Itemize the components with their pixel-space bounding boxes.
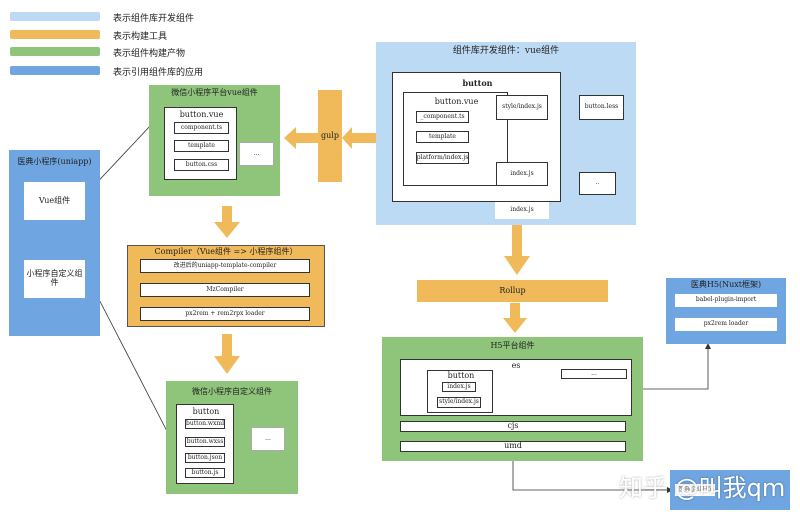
- h5-es-ellipsis: ...: [561, 369, 627, 379]
- line-h5-to-nuxt: [631, 345, 709, 390]
- bottom-app-label: 医典企业H5: [675, 484, 715, 496]
- bottom-app-panel: 医典企业H5: [670, 470, 790, 510]
- wechat-file-wxml: button.wxml: [185, 419, 225, 429]
- rollup-tool: Rollup: [417, 280, 608, 302]
- h5-es-label: es: [511, 361, 521, 370]
- h5-es-box: es button index.js style/index.js ...: [400, 359, 632, 416]
- dev-ellipsis: ..: [579, 172, 616, 195]
- h5-style-index: style/index.js: [437, 397, 481, 408]
- wechat-vue-ellipsis: ...: [239, 142, 274, 166]
- legend-label-app: 表示引用组件库的应用: [113, 68, 204, 78]
- uniapp-custom-component: 小程序自定义组件: [24, 260, 85, 298]
- h5-nuxt-title: 医典H5(Nuxt框架): [690, 280, 762, 289]
- h5-panel: H5平台组件 es button index.js style/index.js…: [382, 337, 643, 461]
- wechat-vue-title: 微信小程序平台vue组件: [171, 88, 258, 97]
- gulp-tool: gulp: [318, 90, 342, 182]
- h5-umd: umd: [400, 441, 626, 452]
- dev-component-title: 组件库开发组件：vue组件: [452, 46, 560, 56]
- arrow-dev-to-rollup: [504, 225, 530, 275]
- wechat-custom-title: 微信小程序自定义组件: [192, 387, 272, 396]
- h5-button-title: button: [447, 371, 475, 380]
- dev-template: template: [416, 131, 469, 143]
- arrow-compiler-to-custom: [214, 334, 240, 374]
- wechat-custom-button-box: button button.wxml button.wxss button.js…: [176, 404, 234, 484]
- line-umd-to-bottom: [512, 453, 670, 491]
- legend-swatch-app: [10, 66, 100, 75]
- wechat-file-json: button.json: [185, 453, 225, 463]
- arrow-gulp-to-wechat: [284, 127, 318, 149]
- h5-nuxt-panel: 医典H5(Nuxt框架) babel-plugin-import px2rem …: [666, 278, 786, 344]
- wechat-file-js: button.js: [185, 468, 225, 478]
- compiler-title: Compiler（Vue组件 => 小程序组件）: [154, 247, 298, 256]
- dev-style-index: style/index.js: [496, 95, 548, 120]
- legend-label-tool: 表示构建工具: [113, 32, 168, 42]
- uniapp-app-panel: 医典小程序(uniapp) Vue组件 小程序自定义组件: [9, 150, 100, 336]
- h5-title: H5平台组件: [490, 341, 535, 350]
- h5-cjs: cjs: [400, 421, 626, 432]
- wechat-custom-ellipsis: ...: [251, 427, 285, 451]
- h5-nuxt-item-1: babel-plugin-import: [675, 294, 777, 307]
- wechat-button-vue-title: button.vue: [179, 110, 224, 119]
- wechat-button-vue-box: button.vue component.ts template button.…: [164, 107, 237, 180]
- wechat-component-ts: component.ts: [174, 122, 229, 134]
- arrow-wechat-to-compiler: [214, 206, 240, 238]
- h5-button-box: button index.js style/index.js: [427, 370, 493, 413]
- legend-swatch-dev: [10, 12, 100, 21]
- dev-button-less: button.less: [579, 95, 624, 120]
- legend-label-dev: 表示组件库开发组件: [113, 14, 195, 24]
- dev-button-title: button: [462, 78, 493, 88]
- legend-swatch-tool: [10, 30, 100, 39]
- dev-button-vue-box: button.vue _component.ts template platfo…: [403, 92, 508, 186]
- legend-swatch-output: [10, 47, 100, 56]
- uniapp-vue-component: Vue组件: [24, 182, 85, 220]
- line-wechat-to-vue: [89, 124, 152, 191]
- watermark: 知乎 @叫我qm: [619, 474, 786, 502]
- line-custom-to-uniapp: [88, 279, 171, 438]
- dev-component-panel: 组件库开发组件：vue组件 button button.vue _compone…: [376, 42, 636, 225]
- wechat-custom-panel: 微信小程序自定义组件 button button.wxml button.wxs…: [166, 381, 298, 494]
- dev-platform: platform/index.js: [416, 152, 469, 164]
- uniapp-app-title: 医典小程序(uniapp): [17, 157, 92, 166]
- h5-index-js: index.js: [442, 382, 476, 392]
- wechat-file-wxss: button.wxss: [185, 437, 225, 447]
- compiler-item-3: px2rem + rem2rpx loader: [140, 307, 310, 321]
- wechat-custom-button-title: button: [192, 407, 220, 416]
- dev-index-js-inner: index.js: [496, 162, 548, 186]
- wechat-button-css: button.css: [174, 159, 229, 171]
- dev-index-js-outer: index.js: [495, 202, 549, 219]
- legend: 表示组件库开发组件 表示构建工具 表示组件构建产物 表示引用组件库的应用: [10, 10, 210, 80]
- wechat-template: template: [174, 140, 229, 152]
- compiler-item-1: 改进后的uniapp-template-compiler: [140, 259, 310, 273]
- compiler-item-2: MzCompiler: [140, 283, 310, 297]
- wechat-vue-panel: 微信小程序平台vue组件 button.vue component.ts tem…: [149, 85, 280, 196]
- legend-label-output: 表示组件构建产物: [113, 49, 186, 59]
- arrow-dev-to-gulp: [342, 127, 376, 149]
- dev-component-ts: _component.ts: [416, 111, 469, 123]
- compiler-panel: Compiler（Vue组件 => 小程序组件） 改进后的uniapp-temp…: [127, 245, 325, 327]
- dev-button-vue-title: button.vue: [434, 97, 479, 106]
- h5-nuxt-item-2: px2rem loader: [675, 318, 777, 331]
- arrow-rollup-to-h5: [503, 303, 527, 333]
